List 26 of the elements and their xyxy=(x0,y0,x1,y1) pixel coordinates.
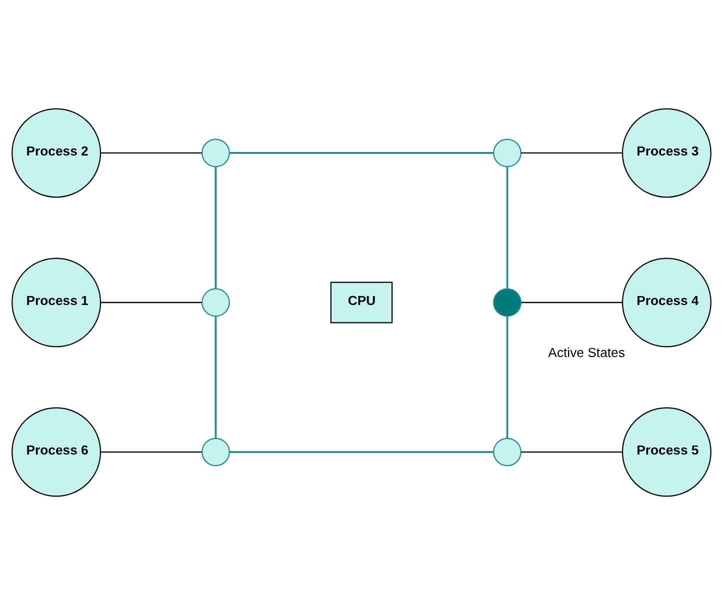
connector xyxy=(214,316,217,438)
connector xyxy=(506,166,508,288)
connector xyxy=(506,316,508,438)
connector xyxy=(214,166,217,288)
connector xyxy=(229,152,494,154)
node-circle: Process 6 xyxy=(12,406,102,496)
node-circle xyxy=(493,138,522,167)
connector xyxy=(521,152,622,154)
connector xyxy=(229,450,494,452)
node-circle: Process 4 xyxy=(622,257,712,347)
connector xyxy=(100,301,202,303)
node-circle: Process 5 xyxy=(622,406,712,496)
node-circle: Process 2 xyxy=(12,108,102,198)
node-circle xyxy=(493,437,522,466)
connector xyxy=(100,450,202,452)
node-label: Active States xyxy=(548,344,625,360)
connector xyxy=(521,301,622,303)
node-circle: Process 1 xyxy=(12,257,102,347)
node-circle xyxy=(493,288,522,316)
node-circle xyxy=(202,288,230,316)
node-circle: Process 3 xyxy=(622,108,712,198)
node-circle xyxy=(202,138,230,167)
connector xyxy=(521,450,622,452)
node-circle xyxy=(202,437,230,466)
node-box: CPU xyxy=(330,281,393,323)
connector xyxy=(100,152,202,154)
